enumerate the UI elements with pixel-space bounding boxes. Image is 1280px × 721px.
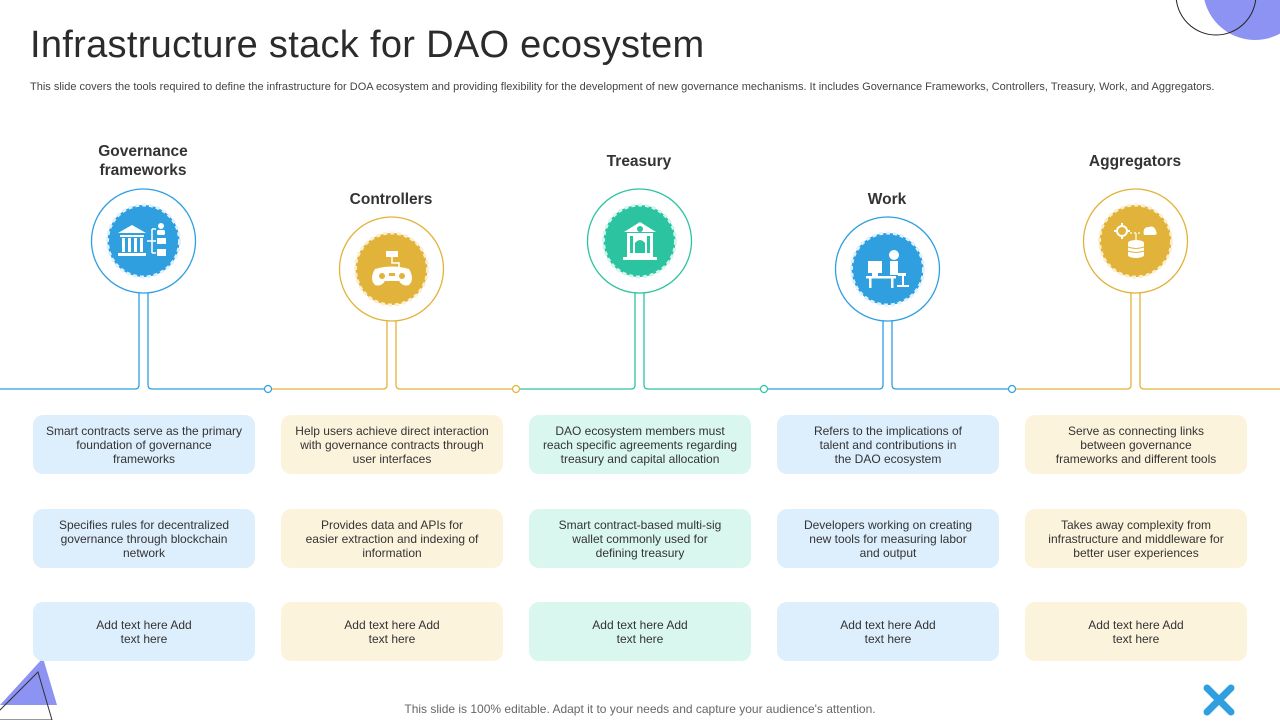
card-work-3: Add text here Add text here [777,602,999,661]
heading-aggregators: Aggregators [1088,153,1182,170]
page-subtitle: This slide covers the tools required to … [30,81,1215,93]
person-at-desk-icon [858,239,918,299]
card-treasury-1: DAO ecosystem members must reach specifi… [529,415,751,474]
card-governance-1: Smart contracts serve as the primary fou… [33,415,255,474]
card-controllers-2: Provides data and APIs for easier extrac… [281,509,503,568]
card-aggregators-2: Takes away complexity from infrastructur… [1025,509,1247,568]
card-governance-3: Add text here Add text here [33,602,255,661]
card-work-1: Refers to the implications of talent and… [777,415,999,474]
card-aggregators-1: Serve as connecting links between govern… [1025,415,1247,474]
card-governance-2: Specifies rules for decentralized govern… [33,509,255,568]
heading-controllers: Controllers [349,191,433,208]
heading-governance-frameworks: Governance frameworks [98,143,188,179]
data-aggregator-icon [1106,211,1166,271]
card-aggregators-3: Add text here Add text here [1025,602,1247,661]
card-work-2: Developers working on creating new tools… [777,509,999,568]
heading-treasury: Treasury [606,153,672,170]
bank-treasury-icon [610,211,670,271]
game-controller-icon [362,239,422,299]
card-treasury-2: Smart contract-based multi-sig wallet co… [529,509,751,568]
governance-building-icon [113,211,173,271]
page-title: Infrastructure stack for DAO ecosystem [30,24,705,66]
heading-work: Work [867,191,907,208]
card-controllers-3: Add text here Add text here [281,602,503,661]
card-treasury-3: Add text here Add text here [529,602,751,661]
decor-circle-outline [1175,0,1257,36]
card-controllers-1: Help users achieve direct interaction wi… [281,415,503,474]
close-icon[interactable] [1203,684,1235,716]
footer-note: This slide is 100% editable. Adapt it to… [404,702,876,716]
decor-circle-filled [1204,0,1280,40]
decor-triangle-outline [0,671,53,720]
